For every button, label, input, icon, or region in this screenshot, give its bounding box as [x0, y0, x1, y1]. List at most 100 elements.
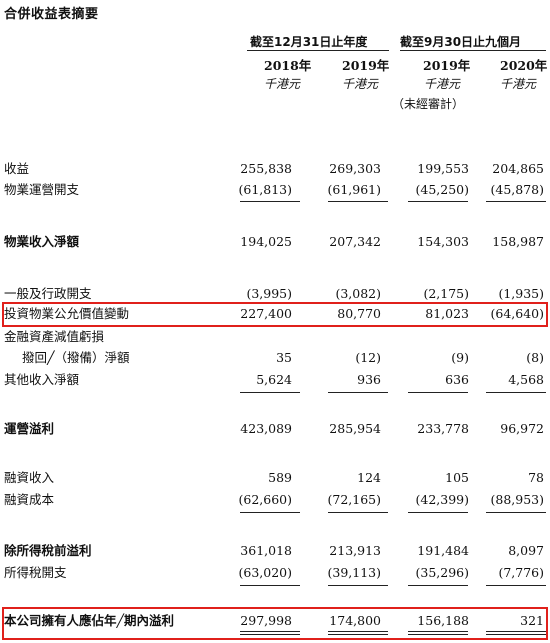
row-label: 運營溢利: [4, 421, 55, 436]
row-label: 本公司擁有人應佔年╱期內溢利: [4, 613, 175, 628]
table-row-highlighted: 投資物業公允價值變動 227,400 80,770 81,023 (64,640…: [0, 305, 550, 323]
highlight-box-profit: [2, 607, 548, 640]
row-label: 一般及行政開支: [4, 286, 92, 301]
cell-2020-9m: (45,878): [490, 182, 545, 197]
table-row: 融資成本 (62,660) (72,165) (42,399) (88,953): [0, 491, 550, 509]
subtotal-line: [240, 585, 300, 586]
cell-2019: 80,770: [337, 306, 381, 321]
header-group-nine-months: 截至9月30日止九個月: [400, 35, 522, 49]
cell-2020-9m: (8): [526, 350, 544, 365]
cell-2019-9m: (35,296): [415, 565, 470, 580]
table-row: 收益 255,838 269,303 199,553 204,865: [0, 160, 550, 178]
subtotal-line: [486, 392, 546, 393]
cell-2020-9m: (1,935): [498, 286, 544, 301]
subtotal-line: [486, 585, 546, 586]
cell-2019-9m: 233,778: [417, 421, 469, 436]
table-row: 其他收入淨額 5,624 936 636 4,568: [0, 371, 550, 389]
subtotal-line: [486, 512, 546, 513]
cell-2019: (12): [355, 350, 381, 365]
header-unit-2: 千港元: [342, 77, 379, 91]
row-label: 投資物業公允價值變動: [4, 306, 130, 321]
subtotal-line: [328, 512, 388, 513]
row-label: 收益: [4, 161, 30, 176]
header-year-3: 2019年: [423, 58, 471, 73]
cell-2019-9m: (9): [451, 350, 469, 365]
row-label: 融資成本: [4, 492, 55, 507]
cell-2020-9m: 204,865: [492, 161, 544, 176]
cell-2018: 297,998: [240, 613, 292, 628]
cell-2020-9m: (7,776): [498, 565, 544, 580]
header-group-year-underline: [247, 50, 389, 51]
cell-2019: 124: [357, 470, 381, 485]
cell-2019: 269,303: [329, 161, 381, 176]
cell-2018: 194,025: [240, 234, 292, 249]
cell-2020-9m: 8,097: [508, 543, 544, 558]
cell-2019-9m: 199,553: [417, 161, 469, 176]
header-year-2: 2019年: [342, 58, 390, 73]
row-label: 除所得稅前溢利: [4, 543, 92, 558]
cell-2020-9m: 96,972: [500, 421, 544, 436]
highlight-box-fair-value: [2, 302, 548, 327]
header-year-1: 2018年: [264, 58, 312, 73]
cell-2020-9m: 78: [528, 470, 544, 485]
row-label: 其他收入淨額: [4, 372, 80, 387]
table-row: 融資收入 589 124 105 78: [0, 469, 550, 487]
total-double-line: [240, 631, 300, 635]
table-row: 物業收入淨額 194,025 207,342 154,303 158,987: [0, 233, 550, 251]
row-label: 物業收入淨額: [4, 234, 80, 249]
header-unit-4: 千港元: [500, 77, 537, 91]
cell-2019-9m: 156,188: [417, 613, 469, 628]
header-group-year: 截至12月31日止年度: [250, 35, 368, 49]
total-double-line: [486, 631, 546, 635]
table-row: 運營溢利 423,089 285,954 233,778 96,972: [0, 420, 550, 438]
header-unit-1: 千港元: [264, 77, 301, 91]
cell-2018: (3,995): [246, 286, 292, 301]
cell-2019: (3,082): [335, 286, 381, 301]
cell-2019: (39,113): [327, 565, 382, 580]
cell-2019-9m: 636: [445, 372, 469, 387]
subtotal-line: [408, 201, 468, 202]
row-label: 物業運營開支: [4, 182, 80, 197]
cell-2018: (61,813): [238, 182, 293, 197]
table-row: 撥回╱（撥備）淨額 35 (12) (9) (8): [0, 349, 550, 367]
subtotal-line: [240, 512, 300, 513]
header-year-4: 2020年: [500, 58, 548, 73]
cell-2020-9m: 158,987: [492, 234, 544, 249]
row-label: 所得稅開支: [4, 565, 67, 580]
cell-2019-9m: (45,250): [415, 182, 470, 197]
cell-2018: 227,400: [240, 306, 292, 321]
total-double-line: [408, 631, 468, 635]
cell-2018: 361,018: [240, 543, 292, 558]
cell-2019: 174,800: [329, 613, 381, 628]
header-group-nine-months-underline: [400, 50, 546, 51]
cell-2018: (63,020): [238, 565, 293, 580]
cell-2020-9m: 4,568: [508, 372, 544, 387]
total-double-line: [328, 631, 388, 635]
table-row: 所得稅開支 (63,020) (39,113) (35,296) (7,776): [0, 564, 550, 582]
cell-2019: 213,913: [329, 543, 381, 558]
subtotal-line: [408, 392, 468, 393]
cell-2018: 5,624: [256, 372, 292, 387]
cell-2018: 423,089: [240, 421, 292, 436]
cell-2019: (72,165): [327, 492, 382, 507]
row-label: 融資收入: [4, 470, 55, 485]
cell-2020-9m: (64,640): [490, 306, 545, 321]
subtotal-line: [328, 585, 388, 586]
cell-2019-9m: 191,484: [417, 543, 469, 558]
cell-2018: 35: [276, 350, 292, 365]
cell-2019-9m: 81,023: [425, 306, 469, 321]
table-row: 物業運營開支 (61,813) (61,961) (45,250) (45,87…: [0, 181, 550, 199]
row-label: 撥回╱（撥備）淨額: [22, 350, 130, 365]
page-title: 合併收益表摘要: [4, 7, 99, 22]
cell-2018: 589: [268, 470, 292, 485]
cell-2018: (62,660): [238, 492, 293, 507]
subtotal-line: [408, 585, 468, 586]
subtotal-line: [408, 512, 468, 513]
cell-2018: 255,838: [240, 161, 292, 176]
table-row-highlighted: 本公司擁有人應佔年╱期內溢利 297,998 174,800 156,188 3…: [0, 612, 550, 630]
header-unit-3: 千港元: [424, 77, 461, 91]
cell-2020-9m: 321: [520, 613, 544, 628]
cell-2020-9m: (88,953): [490, 492, 545, 507]
header-unaudited: （未經審計）: [392, 97, 465, 111]
table-row: 除所得稅前溢利 361,018 213,913 191,484 8,097: [0, 542, 550, 560]
